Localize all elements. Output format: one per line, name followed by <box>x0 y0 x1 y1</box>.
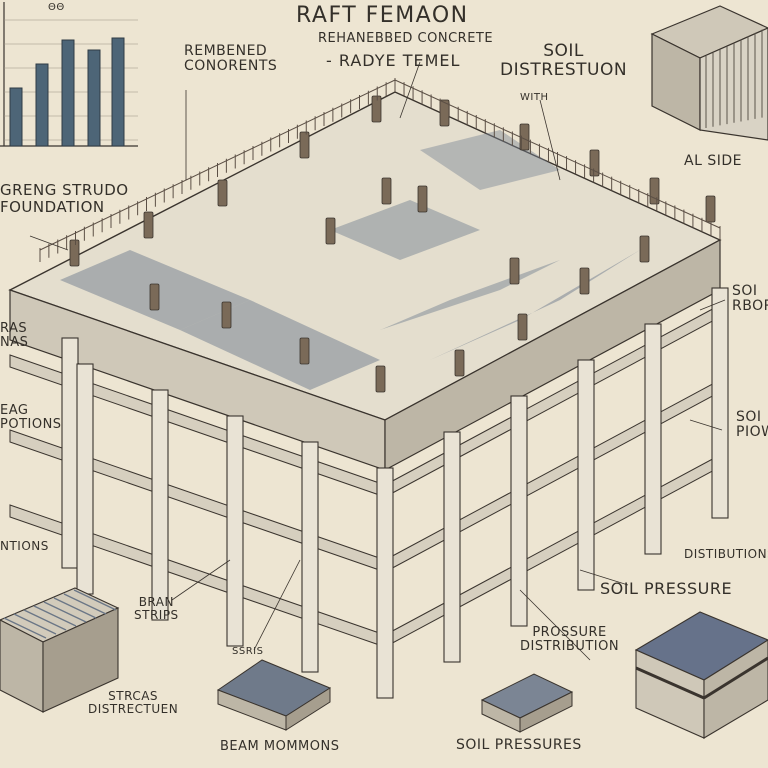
block-stripe <box>63 593 107 615</box>
rebar-stub <box>69 239 80 267</box>
diagram-subtitle-2: - RADYE TEMEL <box>326 51 461 70</box>
block-stripe <box>3 617 47 639</box>
column <box>226 415 244 647</box>
column <box>151 389 169 621</box>
floor-slab <box>384 454 721 648</box>
rebar-stub <box>454 349 465 377</box>
label-ssris: SSRIS <box>232 646 264 657</box>
chart-bar <box>61 39 75 147</box>
rebar-stub <box>149 283 160 311</box>
bottom-left-block <box>0 587 120 713</box>
label-soil-pressures: SOIL PRESSURES <box>456 737 582 753</box>
label-bias: RAS NAS <box>0 321 29 351</box>
column <box>443 431 461 663</box>
soil-pressure-block <box>634 611 768 739</box>
railing-rail <box>39 79 396 251</box>
column <box>376 467 394 699</box>
label-beam-portions: EAG POTIONS <box>0 403 62 433</box>
rebar-stub <box>579 267 590 295</box>
chart-bar <box>35 63 49 147</box>
chart-tick-label: ΘΘ <box>48 2 65 13</box>
top-right-block <box>650 5 768 141</box>
rebar-stub <box>705 195 716 223</box>
block-stripe <box>13 613 57 635</box>
rebar-stub <box>217 179 228 207</box>
label-beam-moments: BEAM MOMMONS <box>220 739 340 754</box>
rebar-stub <box>639 235 650 263</box>
rebar-stub <box>371 95 382 123</box>
label-strong-foundation: GRENG STRUDO FOUNDATION <box>0 181 129 216</box>
label-soil-right-1: SOI RBOR <box>732 283 768 315</box>
railing-rail <box>394 79 721 229</box>
label-soil-distribution: SOIL DISTRESTUON <box>500 41 628 80</box>
column <box>510 395 528 627</box>
rebar-stub <box>375 365 386 393</box>
block-stripe <box>43 601 87 623</box>
label-soil-right-2: SOI PIOW <box>736 409 768 441</box>
column <box>301 441 319 673</box>
rebar-stub <box>221 301 232 329</box>
chart-bar <box>87 49 101 147</box>
block-stripe <box>73 589 117 611</box>
label-pressure-distribution: PROSSURE DISTRIBUTION <box>520 625 620 655</box>
label-distribution-right: DISTIBUTIONS <box>684 547 768 561</box>
column <box>711 287 729 519</box>
rebar-stub <box>325 217 336 245</box>
beam-sample <box>216 659 332 731</box>
label-stress-distribution: STRCAS DISTRECTUEN <box>88 689 179 717</box>
column <box>76 363 94 595</box>
rebar-stub <box>509 257 520 285</box>
rebar-stub <box>381 177 392 205</box>
block-stripe <box>23 609 67 631</box>
chart-bar <box>111 37 125 147</box>
rebar-stub <box>143 211 154 239</box>
label-bram-strips: BRAN STRIPS <box>134 595 179 623</box>
label-with: WITH <box>520 92 549 103</box>
block-stripe <box>33 605 77 627</box>
rebar-stub <box>299 131 310 159</box>
column <box>644 323 662 555</box>
mini-bar-chart <box>0 2 138 147</box>
rebar-stub <box>417 185 428 213</box>
label-sections: NTIONS <box>0 539 49 553</box>
leader-lines <box>29 61 726 661</box>
column <box>61 337 79 569</box>
label-al-side: AL SIDE <box>684 153 742 169</box>
label-soil-pressure: SOIL PRESSURE <box>600 579 733 598</box>
column <box>577 359 595 591</box>
label-reinforced-components: REMBENED CONORENTS <box>184 43 278 75</box>
rebar-stub <box>299 337 310 365</box>
chart-bar <box>9 87 23 147</box>
soil-sample <box>480 673 574 733</box>
rebar-stub <box>517 313 528 341</box>
raft-building <box>8 78 729 699</box>
diagram-subtitle-1: REHANEBBED CONCRETE <box>318 31 494 46</box>
diagram-title: RAFT FEMAON <box>296 3 469 28</box>
block-stripe <box>53 597 97 619</box>
